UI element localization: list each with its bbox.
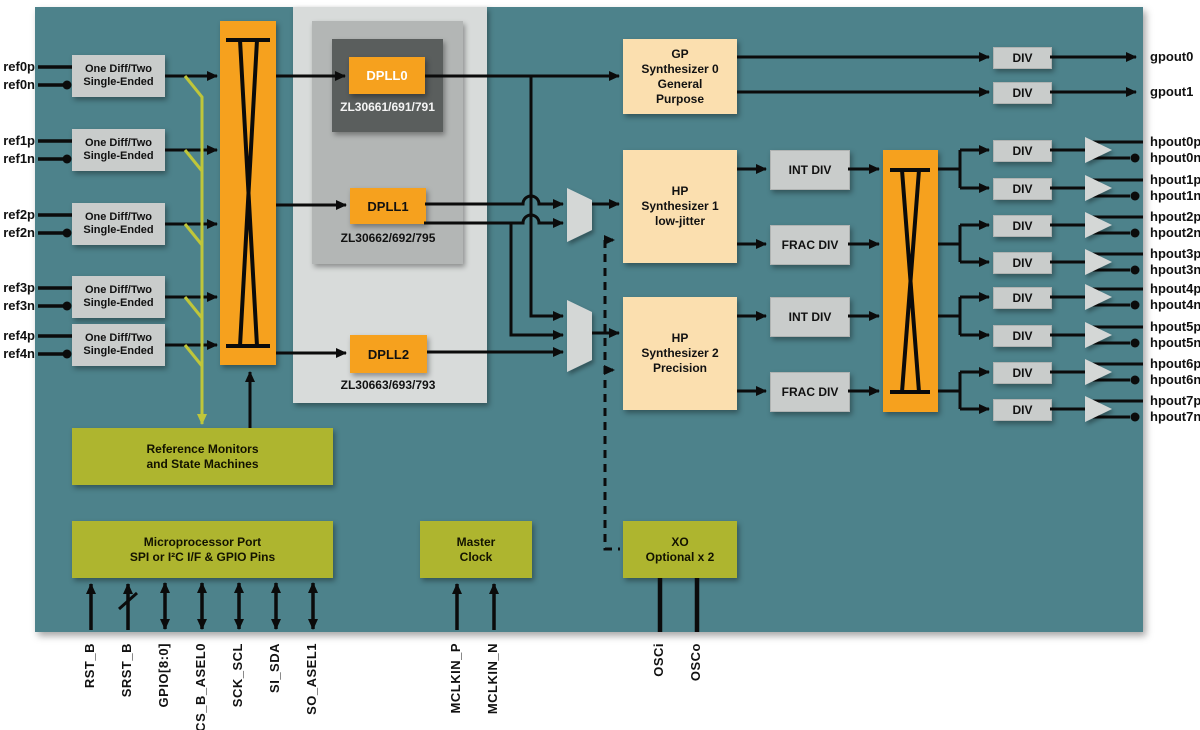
gpout0-label: gpout0 [1150,49,1194,64]
input-stage-label: One Diff/Two [84,63,152,75]
input-stage-label: Single-Ended [83,224,154,236]
hpout2-buffer [1085,212,1112,238]
input-stage-label: One Diff/Two [84,284,152,296]
synth-wires [592,164,880,551]
input-stage-label: Single-Ended [83,297,154,309]
gp-output-wires [737,52,1137,97]
dpll0-label: DPLL0 [366,68,408,83]
dpll0-block: DPLL0 [349,57,425,94]
ref3p-label: ref3p [3,280,35,295]
hpout6-div-block: DIV [993,362,1052,384]
hp1-int-div-block: INT DIV [770,150,850,190]
gpout1-label: gpout1 [1150,84,1194,99]
hpout6p-label: hpout6p [1150,356,1200,371]
ref2p-label: ref2p [3,207,35,222]
hp2-input-mux [567,300,592,372]
ref3n-label: ref3n [3,298,35,313]
input-stage-label: One Diff/Two [84,332,152,344]
hpout1-buffer [1085,175,1112,201]
hpout1n-label: hpout1n [1150,188,1200,203]
hpout0p-label: hpout0p [1150,134,1200,149]
hp2-frac-div-block: FRAC DIV [770,372,850,412]
hpout5n-label: hpout5n [1150,335,1200,350]
hp1-input-mux [567,188,592,242]
hpout4-buffer [1085,284,1112,310]
gpout0-div-block: DIV [993,47,1052,69]
hpout0-div-block: DIV [993,140,1052,162]
hpout3n-label: hpout3n [1150,262,1200,277]
dpll-route-wires [276,71,620,358]
hpout2p-label: hpout2p [1150,209,1200,224]
reference-monitors-block: Reference Monitors and State Machines [72,428,333,485]
dpll2-variant: ZL30663/693/793 [340,378,436,392]
hpout2n-label: hpout2n [1150,225,1200,240]
hp2-int-div-block: INT DIV [770,297,850,337]
hpout2-div-block: DIV [993,215,1052,237]
ref1n-label: ref1n [3,151,35,166]
hp1-frac-div-block: FRAC DIV [770,225,850,265]
hp-synthesizer1-block: HP Synthesizer 1 low-jitter [623,150,737,263]
hpout7p-label: hpout7p [1150,393,1200,408]
gpout1-div-block: DIV [993,82,1052,104]
microprocessor-port-block: Microprocessor Port SPI or I²C I/F & GPI… [72,521,333,578]
hpout7-buffer [1085,396,1112,422]
dpll2-label: DPLL2 [367,346,410,362]
hpout1p-label: hpout1p [1150,172,1200,187]
gp-synthesizer0-block: GP Synthesizer 0 General Purpose [623,39,737,114]
hpout5-buffer [1085,322,1112,348]
dpll0-variant: ZL30661/691/791 [340,100,435,114]
output-buffer-symbols [1085,137,1112,422]
hpout5p-label: hpout5p [1150,319,1200,334]
hpout6n-label: hpout6n [1150,372,1200,387]
input-stage-label: Single-Ended [83,76,154,88]
hpout4n-label: hpout4n [1150,297,1200,312]
ref1p-label: ref1p [3,133,35,148]
input-stage-label: Single-Ended [83,150,154,162]
hpout4p-label: hpout4p [1150,281,1200,296]
hp-output-wires [938,140,1143,422]
hpout3-div-block: DIV [993,252,1052,274]
hpout6-buffer [1085,359,1112,385]
master-clock-block: Master Clock [420,521,532,578]
ref0n-label: ref0n [3,77,35,92]
hpout0n-label: hpout0n [1150,150,1200,165]
input-stage-label: One Diff/Two [84,137,152,149]
dpll1-label: DPLL1 [367,198,409,214]
dpll2-block: DPLL2 [350,335,427,373]
hpout0-buffer [1085,137,1112,163]
ref2n-label: ref2n [3,225,35,240]
ref4n-label: ref4n [3,346,35,361]
hpout5-div-block: DIV [993,325,1052,347]
output-crossbar-glyph [890,168,930,394]
hpout3p-label: hpout3p [1150,246,1200,261]
xo-block: XO Optional x 2 [623,521,737,578]
bottom-pin-wires [86,578,700,632]
hp-synthesizer2-block: HP Synthesizer 2 Precision [623,297,737,410]
reference-monitor-wires [183,75,255,428]
hpout7n-label: hpout7n [1150,409,1200,424]
mux-symbols [567,188,592,372]
hpout1-div-block: DIV [993,178,1052,200]
ref4p-label: ref4p [3,328,35,343]
ref-input-wires [38,65,218,359]
input-stage-label: One Diff/Two [84,211,152,223]
input-crossbar-glyph [226,38,270,348]
hpout3-buffer [1085,249,1112,275]
input-stage-label: Single-Ended [83,345,154,357]
hpout7-div-block: DIV [993,399,1052,421]
ref0p-label: ref0p [3,59,35,74]
dpll1-block: DPLL1 [350,188,426,224]
dpll1-variant: ZL30662/692/795 [340,231,436,245]
